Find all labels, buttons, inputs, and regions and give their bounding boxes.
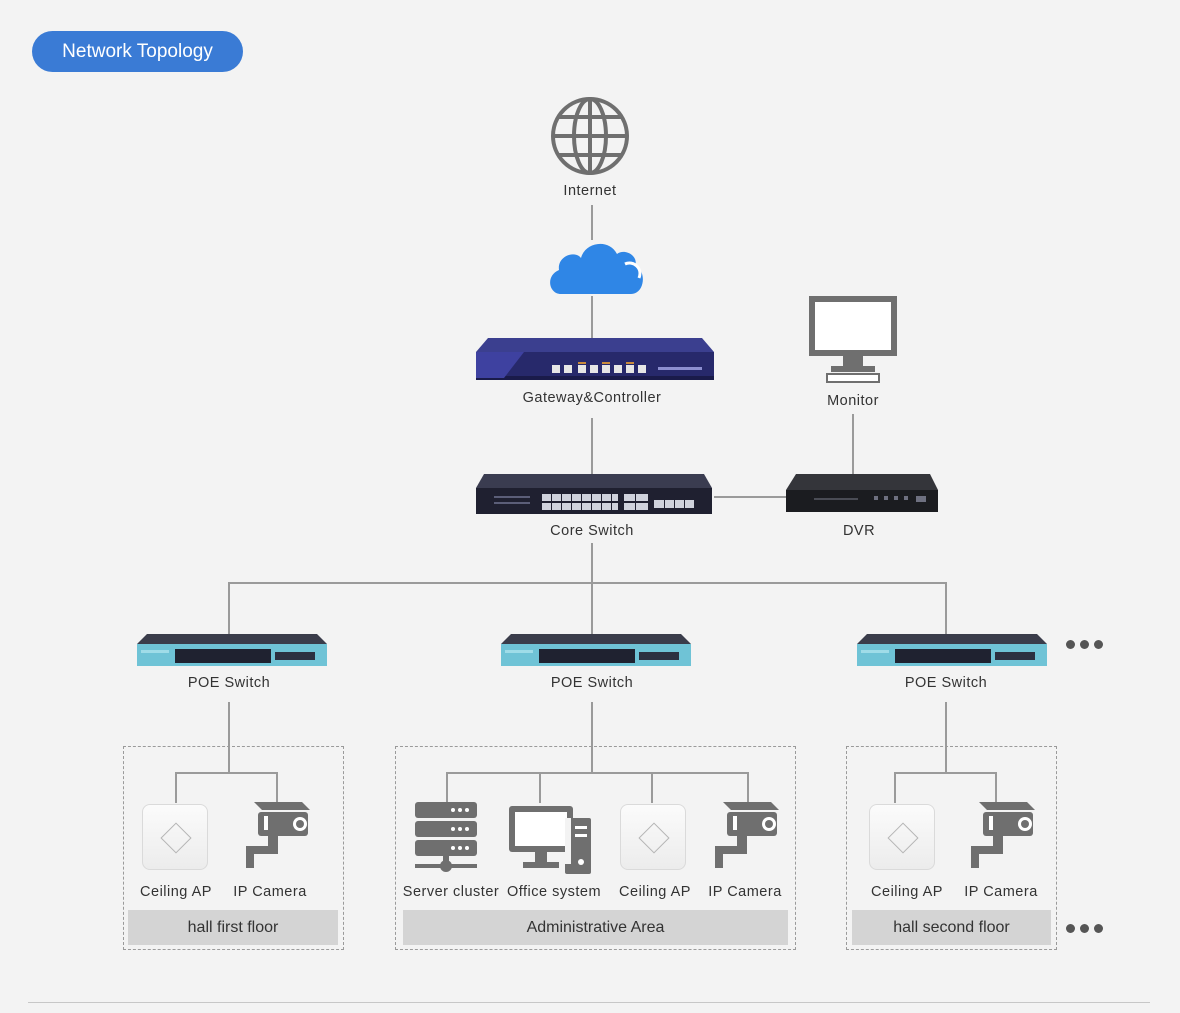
camera-icon [715, 802, 779, 868]
access-point-icon [142, 804, 208, 870]
monitor-icon [809, 296, 897, 383]
camera-icon [971, 802, 1035, 868]
area-device-label: Ceiling AP [871, 884, 943, 900]
more-icon [1066, 924, 1103, 933]
core-switch-label: Core Switch [550, 523, 634, 539]
cloud-icon [550, 243, 643, 294]
area-device-label: Ceiling AP [619, 884, 691, 900]
poe-switch-icon [137, 634, 327, 666]
computer-icon [509, 806, 591, 874]
poe-switch-icon [857, 634, 1047, 666]
internet-label: Internet [563, 183, 617, 199]
area-device-label: Ceiling AP [140, 884, 212, 900]
area-device-label: Server cluster [402, 884, 500, 900]
area-device-label: IP Camera [708, 884, 782, 900]
poe-switch-icon [501, 634, 691, 666]
monitor-label: Monitor [827, 393, 879, 409]
divider [28, 1002, 1150, 1003]
area-device-label: Office system [506, 884, 602, 900]
server-icon [415, 802, 477, 872]
more-icon [1066, 640, 1103, 649]
gateway-label: Gateway&Controller [522, 390, 662, 406]
dvr-label: DVR [842, 523, 876, 539]
area-name-bar: hall first floor [128, 910, 338, 945]
area-device-label: IP Camera [964, 884, 1038, 900]
dvr-icon [786, 474, 938, 512]
camera-icon [246, 802, 310, 868]
poe-switch-label: POE Switch [187, 675, 271, 691]
core-switch-icon [476, 474, 712, 514]
poe-switch-label: POE Switch [904, 675, 988, 691]
globe-icon [551, 97, 629, 175]
area-name-bar: hall second floor [852, 910, 1051, 945]
access-point-icon [620, 804, 686, 870]
access-point-icon [869, 804, 935, 870]
poe-switch-label: POE Switch [550, 675, 634, 691]
area-hall-second-floor [846, 746, 1057, 950]
gateway-device-icon [476, 338, 714, 380]
page-title: Network Topology [32, 31, 243, 72]
area-administrative [395, 746, 796, 950]
area-hall-first-floor [123, 746, 344, 950]
area-name-bar: Administrative Area [403, 910, 788, 945]
area-device-label: IP Camera [233, 884, 307, 900]
